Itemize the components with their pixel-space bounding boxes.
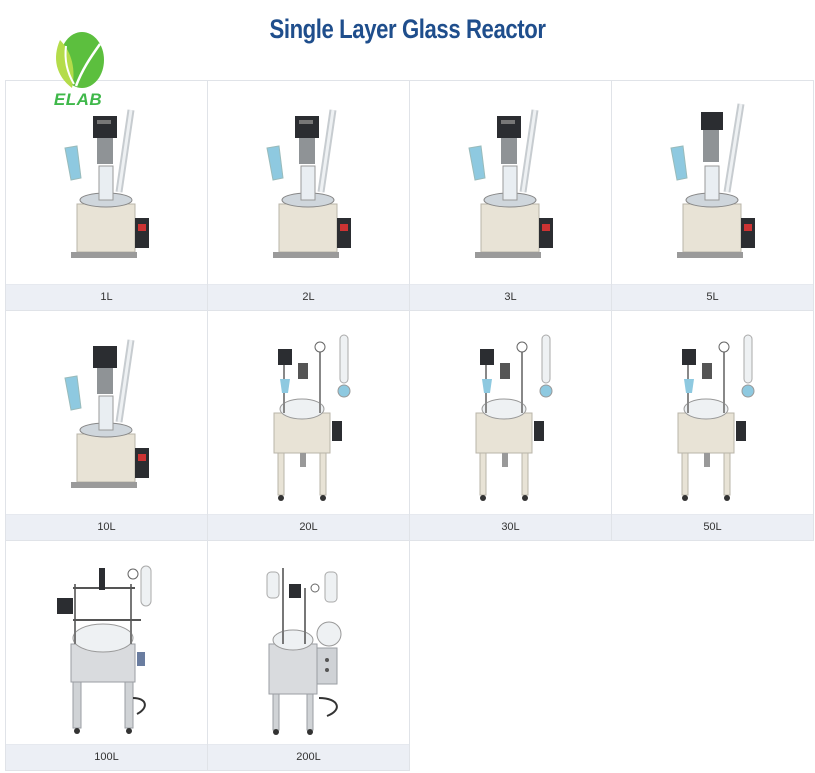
product-image [410, 81, 611, 285]
product-card-1l[interactable]: 1L [6, 81, 208, 311]
product-grid: 1L 2L [5, 80, 814, 771]
product-label: 3L [410, 284, 611, 310]
product-card-3l[interactable]: 3L [410, 81, 612, 311]
product-card-50l[interactable]: 50L [612, 311, 814, 541]
product-image [612, 81, 813, 285]
leaf-logo-icon [56, 32, 104, 88]
product-image [208, 311, 409, 515]
product-image [410, 311, 611, 515]
product-image [612, 311, 813, 515]
product-label: 100L [6, 744, 207, 770]
product-card-10l[interactable]: 10L [6, 311, 208, 541]
elab-logo: ELAB [46, 30, 110, 110]
floor-reactor-icon [677, 334, 754, 501]
benchtop-reactor-icon [265, 108, 351, 258]
product-label: 20L [208, 514, 409, 540]
product-image [6, 311, 207, 515]
product-label: 200L [208, 744, 409, 770]
product-card-5l[interactable]: 5L [612, 81, 814, 311]
floor-reactor-steel-icon [56, 565, 151, 734]
product-card-30l[interactable]: 30L [410, 311, 612, 541]
benchtop-reactor-icon [63, 108, 149, 258]
product-label: 10L [6, 514, 207, 540]
product-card-2l[interactable]: 2L [208, 81, 410, 311]
floor-reactor-icon [273, 334, 350, 501]
product-card-200l[interactable]: 200L [208, 541, 410, 771]
product-image [208, 81, 409, 285]
floor-reactor-icon [475, 334, 552, 501]
product-image [6, 81, 207, 285]
logo-text: ELAB [53, 90, 103, 109]
product-label: 30L [410, 514, 611, 540]
page-title: Single Layer Glass Reactor [269, 14, 546, 44]
product-label: 2L [208, 284, 409, 310]
product-card-100l[interactable]: 100L [6, 541, 208, 771]
product-label: 1L [6, 284, 207, 310]
product-image [208, 541, 409, 745]
benchtop-reactor-icon [669, 102, 755, 258]
product-label: 50L [612, 514, 813, 540]
benchtop-reactor-icon [63, 338, 149, 488]
product-card-20l[interactable]: 20L [208, 311, 410, 541]
benchtop-reactor-icon [467, 108, 553, 258]
product-image [6, 541, 207, 745]
floor-reactor-steel-icon [266, 568, 341, 735]
product-label: 5L [612, 284, 813, 310]
